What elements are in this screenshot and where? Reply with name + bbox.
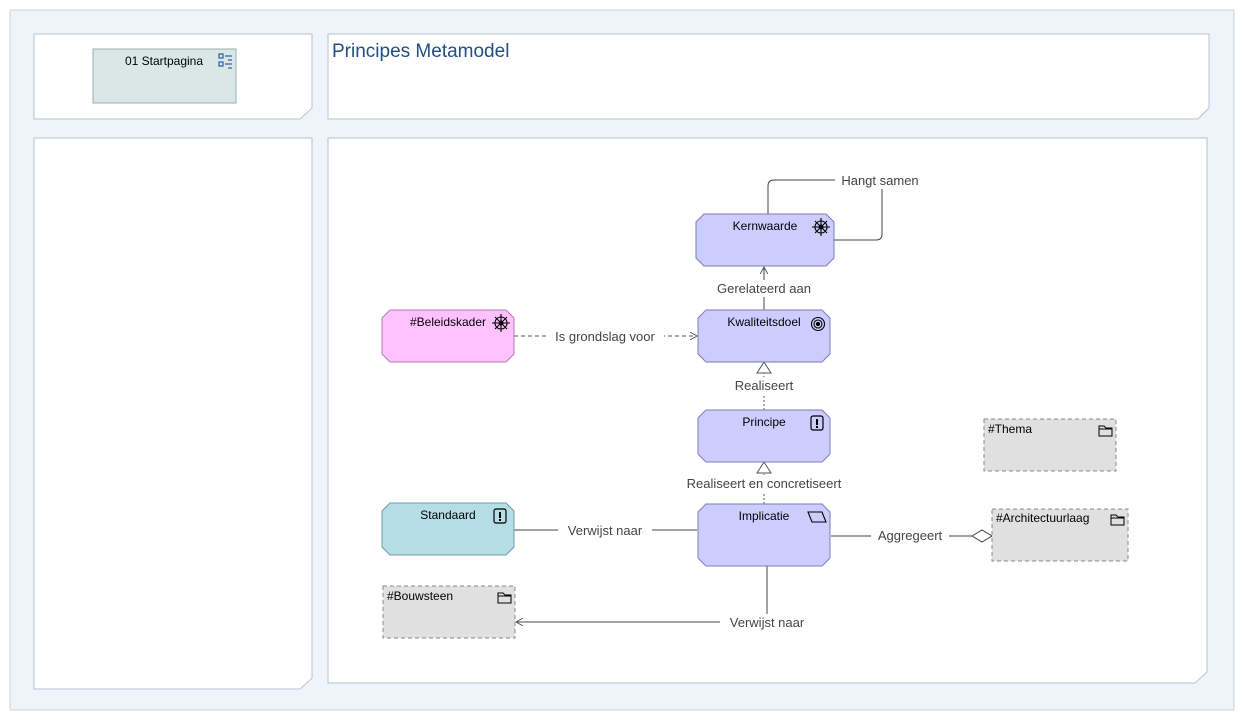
architectuurlaag-group[interactable]: #Architectuurlaag [991,508,1129,562]
standaard-label: Standaard [420,508,475,522]
title-panel [327,33,1210,120]
folder-icon [497,592,512,604]
driver-icon [492,314,510,332]
startpagina-label: 01 Startpagina [125,54,203,68]
folder-icon [1098,425,1113,437]
verwijst-naar-standaard-label: Verwijst naar [568,523,643,538]
verwijst-naar-standaard-label-bg [558,522,652,539]
realiseert-en-concretiseert-label: Realiseert en concretiseert [687,476,842,491]
verwijst-naar-bouwsteen-label-bg [720,614,814,631]
principle-icon [493,508,507,524]
is-grondslag-voor-label-bg [546,328,664,345]
beleidskader-label: #Beleidskader [410,315,486,329]
kernwaarde-label: Kernwaarde [733,219,798,233]
architectuurlaag-label: #Architectuurlaag [996,511,1089,525]
principe-label: Principe [742,415,786,429]
is-grondslag-voor-label: Is grondslag voor [555,329,655,344]
verwijst-naar-bouwsteen-label: Verwijst naar [730,615,805,630]
hangt-samen-label: Hangt samen [841,173,918,188]
startpagina-button[interactable]: 01 Startpagina [92,48,237,104]
realiseert-en-concretiseert-label-bg [670,475,858,492]
list-icon [218,53,232,69]
beleidskader-node[interactable]: #Beleidskader [381,309,515,363]
bouwsteen-group[interactable]: #Bouwsteen [382,585,516,639]
kwaliteitsdoel-label: Kwaliteitsdoel [727,315,800,329]
aggregeert-label: Aggregeert [878,528,943,543]
aggregeert-label-bg [871,527,949,544]
thema-group[interactable]: #Thema [983,418,1117,472]
driver-icon [812,218,830,236]
standaard-node[interactable]: Standaard [381,502,515,556]
legend-panel [33,137,313,690]
realiseert-arrowhead [756,361,772,374]
realiseert-label-bg [727,377,801,394]
gerelateerd-aan-label: Gerelateerd aan [717,281,811,296]
kernwaarde-node[interactable]: Kernwaarde [695,213,835,267]
realiseert-label: Realiseert [735,378,794,393]
hangt-samen-label-bg [835,171,925,189]
principle-icon [810,415,824,431]
bouwsteen-label: #Bouwsteen [387,589,453,603]
kwaliteitsdoel-node[interactable]: Kwaliteitsdoel [697,309,831,363]
thema-label: #Thema [988,422,1032,436]
folder-icon [1110,514,1125,526]
principe-node[interactable]: Principe [697,409,831,463]
implicatie-node[interactable]: Implicatie [697,503,831,567]
realiseert-en-concretiseert-arrowhead [756,461,772,474]
gerelateerd-aan-label-bg [708,280,820,297]
requirement-icon [807,511,827,523]
page-title: Principes Metamodel [332,41,509,62]
implicatie-label: Implicatie [739,509,790,523]
goal-icon [810,316,826,332]
